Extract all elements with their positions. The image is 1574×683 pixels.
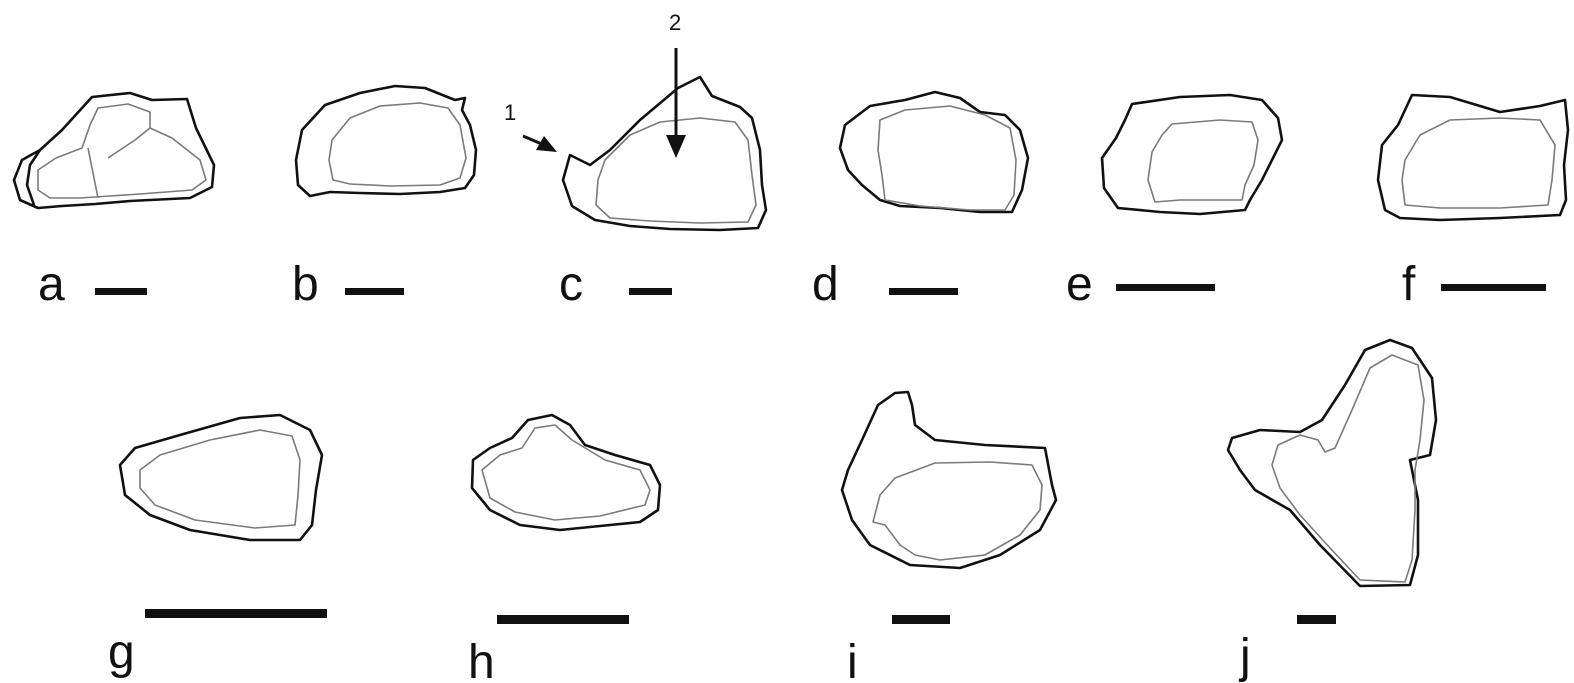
inner-outline-g (139, 429, 301, 529)
scale-bar-i (892, 615, 950, 624)
arrow-1-head (536, 136, 557, 152)
panel-label-e: e (1066, 258, 1093, 311)
inner-outline-j (1271, 354, 1425, 583)
inner-outline-i (872, 461, 1043, 561)
scale-bar-c (629, 288, 672, 295)
scale-bar-g (145, 609, 327, 618)
panel-label-f: f (1402, 258, 1416, 311)
scale-bar-e (1116, 284, 1215, 291)
outline-h (470, 413, 662, 532)
outline-j (1226, 338, 1438, 588)
panel-b: b (292, 84, 478, 311)
panel-i: i (840, 390, 1058, 683)
arrow-2-head (666, 135, 686, 158)
panel-h: h (468, 413, 662, 683)
panel-label-h: h (468, 636, 495, 683)
panel-a: a (12, 91, 216, 311)
panel-d: d (812, 90, 1030, 311)
inner-outline-a (37, 103, 207, 199)
panel-e: e (1066, 93, 1284, 311)
outline-c (561, 75, 768, 232)
outline-i (840, 390, 1058, 570)
panel-j: j (1226, 338, 1438, 683)
inner-outline-b (328, 102, 467, 187)
panel-label-b: b (292, 258, 319, 311)
panel-label-a: a (38, 258, 65, 311)
scale-bar-b (345, 288, 404, 295)
panel-label-i: i (847, 636, 858, 683)
arrow-label-1: 1 (504, 100, 516, 125)
outline-f (1376, 93, 1570, 222)
outline-e (1100, 93, 1284, 216)
scale-bar-h (497, 615, 629, 624)
scale-bar-a (95, 288, 147, 295)
outline-d (838, 90, 1030, 214)
panel-g: g (108, 413, 327, 679)
scale-bar-f (1441, 284, 1546, 291)
arrow-label-2: 2 (669, 10, 681, 35)
outline-a-flange (25, 149, 42, 206)
panel-label-d: d (812, 258, 839, 311)
panel-label-g: g (108, 626, 135, 679)
inner-outline-e (1147, 119, 1259, 203)
inner-ridge-a (87, 127, 151, 199)
panel-label-j: j (1238, 630, 1251, 683)
inner-outline-h (481, 424, 651, 521)
scale-bar-d (889, 288, 958, 295)
inner-outline-d (877, 105, 1017, 211)
panel-c: c 1 2 (504, 10, 768, 311)
outline-g (118, 413, 324, 542)
panel-f: f (1376, 93, 1570, 311)
inner-outline-c (595, 117, 757, 224)
panel-label-c: c (559, 258, 583, 311)
outline-a (12, 91, 216, 210)
scale-bar-j (1297, 615, 1336, 624)
inner-outline-f (1401, 117, 1556, 209)
outline-b (294, 84, 478, 198)
